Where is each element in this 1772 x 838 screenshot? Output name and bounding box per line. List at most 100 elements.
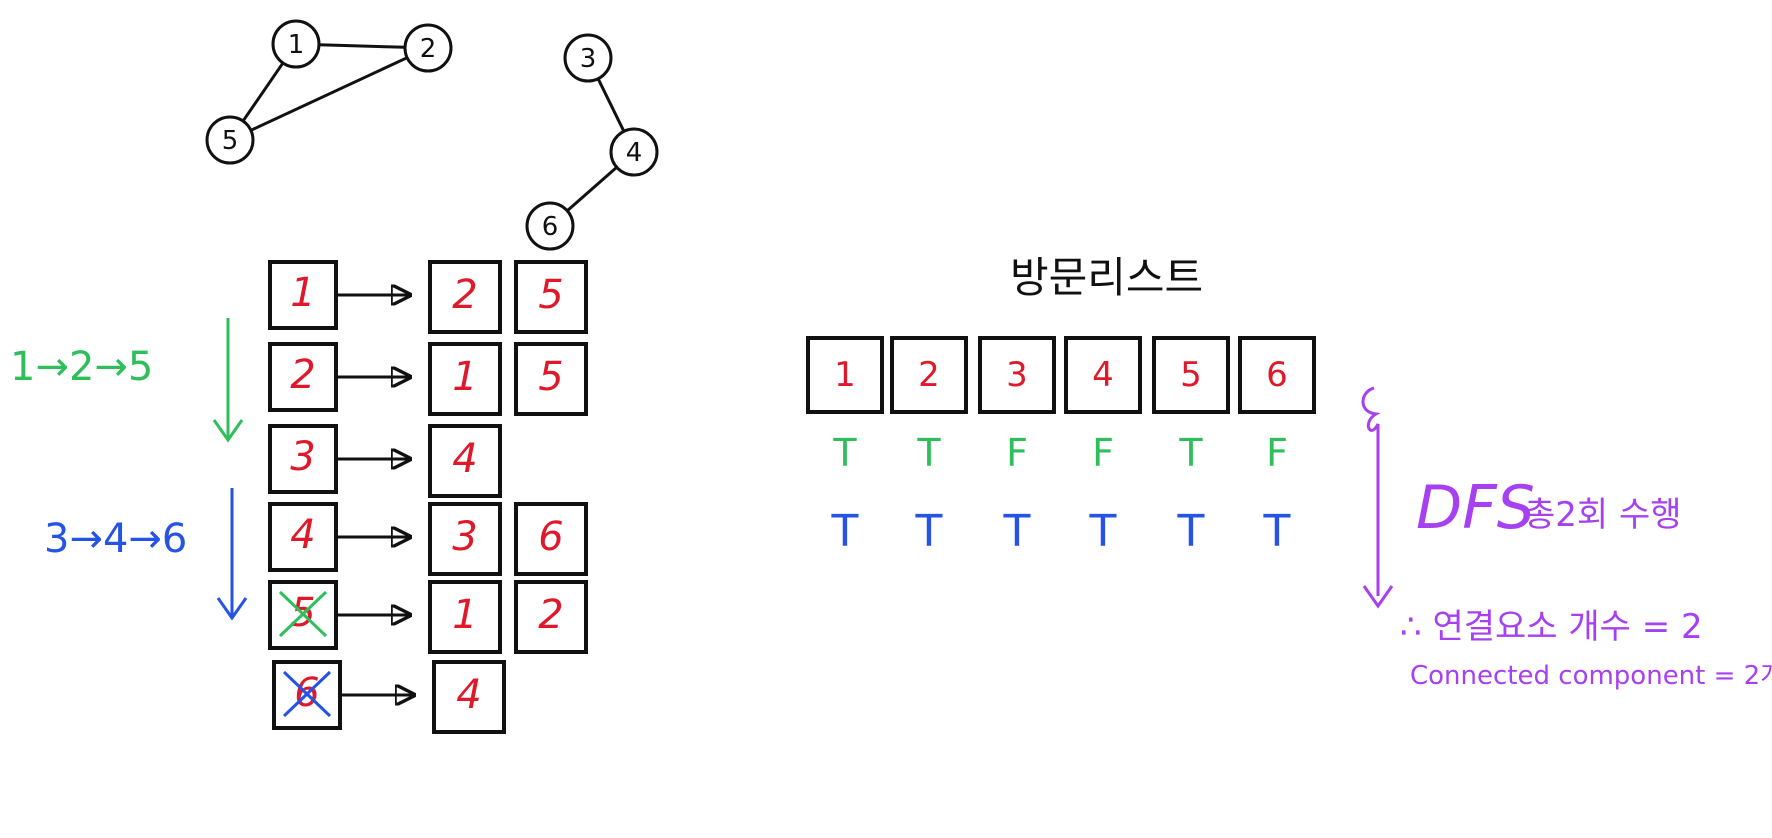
graph-node-circle [609,127,659,177]
graph-edge-1-5 [241,62,285,122]
visit-cell-box [890,336,968,414]
adjacency-neighbor-box [428,342,502,416]
graph-node-label: 1 [288,30,305,60]
visit-cell-2: 2 [890,336,968,414]
graph-node-circle [403,23,453,73]
visit-pass1-value: F [1266,431,1288,475]
adjacency-neighbor-label: 2 [452,272,477,318]
visit-cell-label: 3 [1006,355,1028,395]
traversal-label-blue: 3→4→6 [44,516,187,562]
graph-node-2: 2 [403,23,453,73]
visit-cell-box [978,336,1056,414]
dfs-label: DFS [1416,473,1535,543]
visit-cell-4: 4 [1064,336,1142,414]
traversal-label-green: 1→2→5 [10,344,153,390]
visit-pass2-value: T [1263,506,1291,557]
conclusion-text-en: Connected component = 2개 [1410,661,1772,691]
visit-pass2-value: T [1003,506,1031,557]
visit-cell-5: 5 [1152,336,1230,414]
adjacency-neighbor-box [428,260,502,334]
adjacency-head-label: 4 [290,512,315,558]
traversal-arrowhead-blue [216,597,248,621]
graph-node-label: 4 [626,138,643,168]
visit-pass2-value: T [831,506,859,557]
visit-cell-label: 6 [1266,355,1288,395]
traversal-arrowhead-green [212,419,244,443]
adjacency-neighbor-label: 1 [452,354,477,400]
visit-cell-3: 3 [978,336,1056,414]
summary-bracket [1361,386,1381,596]
adjacency-head-label: 1 [290,270,315,316]
visit-cell-label: 1 [834,355,856,395]
graph-drawing: 1 2 3 4 5 6 [205,19,659,251]
adjacency-row-6: 64 [272,660,506,734]
adjacency-neighbor-label: 5 [538,354,563,400]
adjacency-row-1: 1 2 5 [268,260,588,334]
graph-node-label: 5 [222,126,239,156]
graph-node-label: 3 [580,44,597,74]
adjacency-neighbor-label: 2 [538,592,563,638]
cross-mark-stroke [278,590,328,638]
graph-edges [241,43,626,212]
adjacency-neighbor-box [428,424,502,498]
graph-node-1: 1 [271,19,321,69]
summary-annotation: DFS 총2회 수행 ∴ 연결요소 개수 = 2 Connected compo… [1361,386,1772,691]
adjacency-head-label: 2 [290,352,315,398]
adjacency-neighbor-label: 4 [452,436,477,482]
cross-mark-stroke [282,670,332,718]
graph-node-circle [525,201,575,251]
visit-pass1-value: F [1092,431,1114,475]
visit-cell-6: 6 [1238,336,1316,414]
visit-cell-label: 2 [918,355,940,395]
graph-node-circle [205,115,255,165]
adjacency-neighbor-box [428,502,502,576]
visit-list-title: 방문리스트 [1010,253,1203,302]
adjacency-neighbor-label: 5 [538,272,563,318]
graph-nodes: 1 2 3 4 5 6 [205,19,659,251]
graph-node-6: 6 [525,201,575,251]
graph-edge-1-2 [318,43,406,49]
adjacency-neighbor-box [514,502,588,576]
visit-pass1-value: T [832,431,857,475]
adjacency-neighbor-label: 6 [538,514,563,560]
adjacency-neighbor-box [514,580,588,654]
graph-node-label: 2 [420,34,437,64]
graph-node-circle [563,33,613,83]
adjacency-neighbor-box [428,580,502,654]
summary-arrowhead [1362,585,1394,609]
graph-node-label: 6 [542,212,559,242]
graph-edge-3-4 [596,77,626,133]
visit-cell-box [1152,336,1230,414]
visit-cell-box [1064,336,1142,414]
adjacency-neighbor-label: 3 [452,514,477,560]
adjacency-row-2: 2 1 5 [268,342,588,416]
graph-edge-4-6 [566,166,618,212]
visit-pass1-value: T [916,431,941,475]
visit-cell-label: 4 [1092,355,1114,395]
visit-pass2-value: T [1177,506,1205,557]
graph-node-circle [271,19,321,69]
visit-list-cells: 1 2 3 4 5 6 [806,336,1316,414]
visit-cell-box [806,336,884,414]
adjacency-head-label: 3 [290,434,315,480]
visit-cell-box [1238,336,1316,414]
graph-node-3: 3 [563,33,613,83]
adjacency-neighbor-box [432,660,506,734]
visit-cell-1: 1 [806,336,884,414]
adjacency-list: 1252153443651264 [268,260,588,734]
adjacency-neighbor-label: 4 [456,672,481,718]
visit-cell-label: 5 [1180,355,1202,395]
adjacency-neighbor-box [514,260,588,334]
adjacency-row-5: 512 [268,580,588,654]
adjacency-neighbor-box [514,342,588,416]
adjacency-row-4: 4 3 6 [268,502,588,576]
visit-pass2-value: T [915,506,943,557]
traversal-annotations: 1→2→5 3→4→6 [10,318,248,621]
visit-pass1-value: T [1178,431,1203,475]
visit-pass2-value: T [1089,506,1117,557]
adjacency-neighbor-label: 1 [452,592,477,638]
